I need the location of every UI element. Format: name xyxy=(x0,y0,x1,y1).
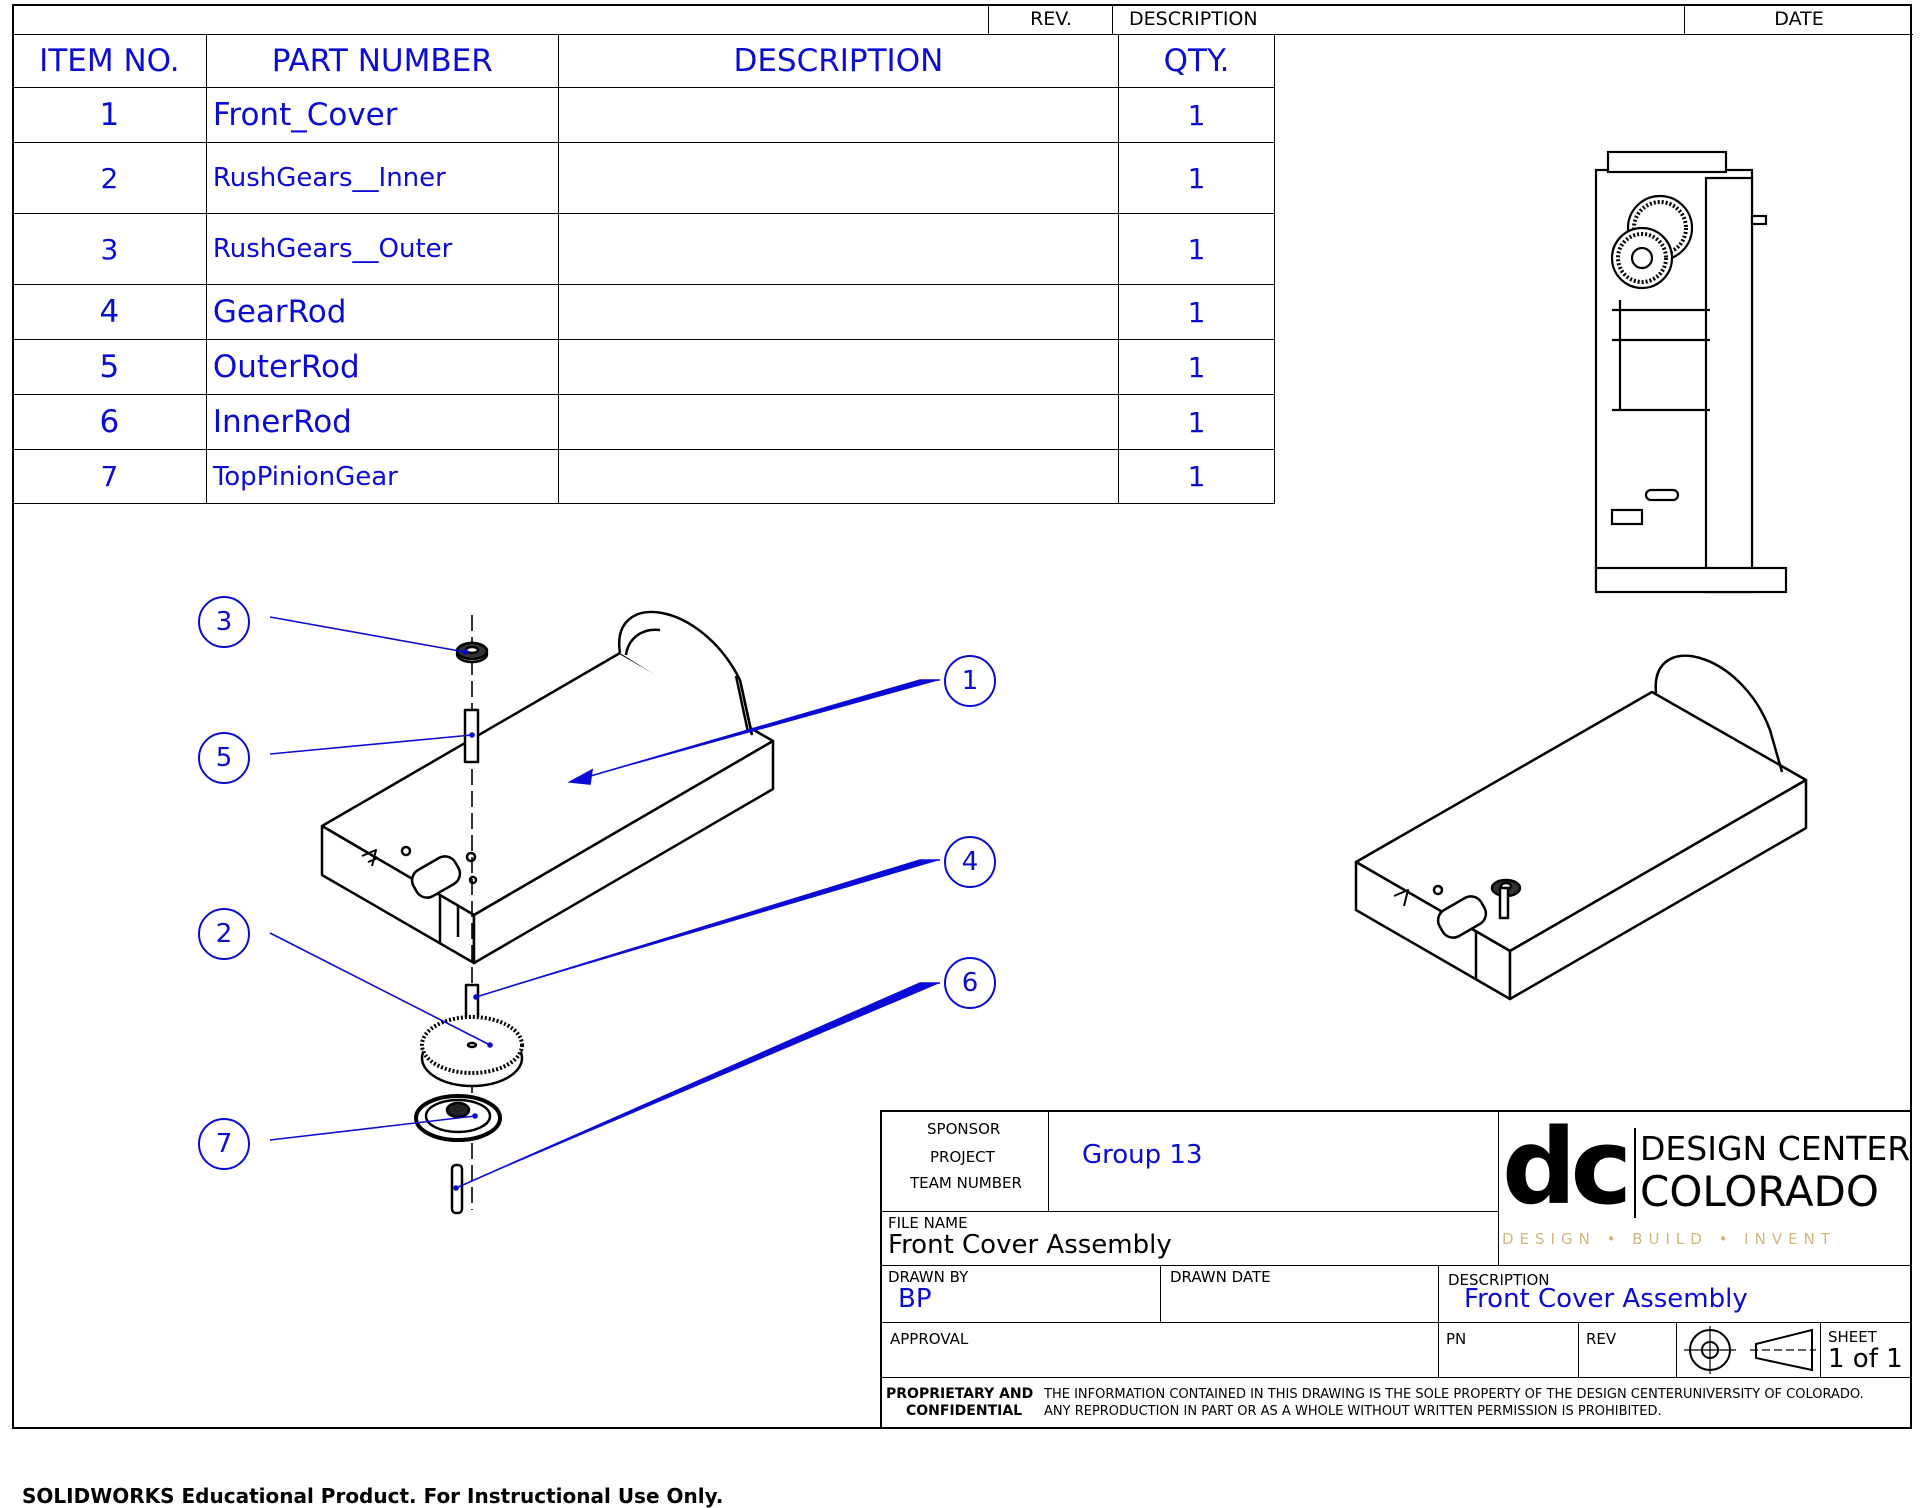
front-view xyxy=(1594,150,1788,594)
assembled-view xyxy=(1354,654,1808,1001)
bom-qty: 1 xyxy=(1118,284,1275,340)
bom-header-row: ITEM NO. PART NUMBER DESCRIPTION QTY. xyxy=(12,34,1275,88)
logo-mark: dc xyxy=(1502,1106,1632,1228)
bom-item-no: 1 xyxy=(12,87,207,143)
bom-qty: 1 xyxy=(1118,339,1275,395)
proprietary-text-2: ANY REPRODUCTION IN PART OR AS A WHOLE W… xyxy=(1044,1404,1662,1419)
bom-description xyxy=(557,142,1120,214)
rev-label: REV xyxy=(1586,1330,1617,1348)
table-row: 2 RushGears__Inner 1 xyxy=(12,142,1275,214)
tb-line xyxy=(1820,1322,1821,1377)
leader-lines xyxy=(269,616,940,1191)
pn-label: PN xyxy=(1446,1330,1467,1348)
bom-qty: 1 xyxy=(1118,394,1275,450)
bom-part-number: InnerRod xyxy=(205,394,559,450)
balloon-1: 1 xyxy=(944,655,996,707)
drawn-date-label: DRAWN DATE xyxy=(1170,1268,1271,1286)
gear-rod xyxy=(464,983,480,1021)
tb-line xyxy=(880,1322,1912,1323)
title-block-border xyxy=(880,1110,1912,1429)
bom-description xyxy=(557,87,1120,143)
logo-line2: COLORADO xyxy=(1640,1167,1879,1216)
team-value: Group 13 xyxy=(1082,1140,1203,1170)
table-row: 5 OuterRod 1 xyxy=(12,339,1275,395)
revision-block: REV. DESCRIPTION DATE xyxy=(988,4,1913,35)
front-cover-half-disc xyxy=(618,610,754,736)
title-block: SPONSOR PROJECT TEAM NUMBER Group 13 FIL… xyxy=(880,1110,1912,1429)
tb-line xyxy=(1578,1322,1579,1377)
table-row: 3 RushGears__Outer 1 xyxy=(12,213,1275,285)
bom-item-no: 7 xyxy=(12,449,207,504)
tb-line xyxy=(1498,1110,1499,1265)
tb-line xyxy=(1160,1265,1161,1322)
bom-header-item-no: ITEM NO. xyxy=(12,34,207,88)
bom-header-qty: QTY. xyxy=(1118,34,1275,88)
front-cover-front-face xyxy=(472,739,775,965)
sheet-value: 1 of 1 xyxy=(1828,1344,1903,1374)
exploded-view xyxy=(320,610,775,1215)
bom-item-no: 5 xyxy=(12,339,207,395)
balloon-7: 7 xyxy=(198,1118,250,1170)
balloon-6: 6 xyxy=(944,957,996,1009)
bom-description xyxy=(557,339,1120,395)
bom-qty: 1 xyxy=(1118,213,1275,285)
tb-line xyxy=(1048,1110,1049,1211)
tb-line xyxy=(880,1265,1912,1266)
project-label: PROJECT xyxy=(930,1148,995,1166)
logo-line1: DESIGN CENTER xyxy=(1640,1129,1911,1168)
bom-part-number: Front_Cover xyxy=(205,87,559,143)
bom-item-no: 2 xyxy=(12,142,207,214)
design-center-logo: dc DESIGN CENTER COLORADO DESIGN • BUILD… xyxy=(1500,1112,1910,1264)
file-name-label: FILE NAME xyxy=(888,1214,968,1232)
rev-description-header: DESCRIPTION xyxy=(1112,4,1701,35)
bom-qty: 1 xyxy=(1118,449,1275,504)
description-label: DESCRIPTION xyxy=(1448,1271,1550,1289)
solidworks-footer-note: SOLIDWORKS Educational Product. For Inst… xyxy=(22,1484,724,1508)
proprietary-label-1: PROPRIETARY AND xyxy=(886,1386,1034,1402)
sheet-label: SHEET xyxy=(1828,1328,1877,1346)
approval-label: APPROVAL xyxy=(890,1330,969,1348)
logo-divider xyxy=(1634,1128,1636,1218)
logo-tagline: DESIGN • BUILD • INVENT xyxy=(1502,1230,1836,1248)
proprietary-text-1: THE INFORMATION CONTAINED IN THIS DRAWIN… xyxy=(1044,1387,1864,1402)
bom-header-description: DESCRIPTION xyxy=(557,34,1120,88)
table-row: 7 TopPinionGear 1 xyxy=(12,449,1275,504)
proprietary-label-2: CONFIDENTIAL xyxy=(906,1403,1023,1419)
balloon-2: 2 xyxy=(198,908,250,960)
file-name-value: Front Cover Assembly xyxy=(888,1230,1172,1260)
tb-line xyxy=(1676,1322,1677,1377)
balloon-5: 5 xyxy=(198,732,250,784)
bom-item-no: 6 xyxy=(12,394,207,450)
rev-date-header: DATE xyxy=(1684,4,1913,35)
bom-qty: 1 xyxy=(1118,142,1275,214)
drawn-by-value: BP xyxy=(898,1284,932,1314)
bom-part-number: GearRod xyxy=(205,284,559,340)
sponsor-label: SPONSOR xyxy=(927,1120,1001,1138)
bom-part-number: OuterRod xyxy=(205,339,559,395)
description-value: Front Cover Assembly xyxy=(1464,1284,1748,1314)
bom-part-number: RushGears__Outer xyxy=(205,213,559,285)
front-cover-slot xyxy=(410,855,462,899)
third-angle-projection-icon xyxy=(1684,1326,1816,1374)
tb-line xyxy=(880,1377,1912,1378)
table-row: 6 InnerRod 1 xyxy=(12,394,1275,450)
tb-line xyxy=(880,1211,1498,1212)
bom-description xyxy=(557,449,1120,504)
bom-description xyxy=(557,394,1120,450)
bill-of-materials-table: ITEM NO. PART NUMBER DESCRIPTION QTY. 1 … xyxy=(12,34,1275,504)
table-row: 4 GearRod 1 xyxy=(12,284,1275,340)
bom-description xyxy=(557,284,1120,340)
balloon-3: 3 xyxy=(198,596,250,648)
tb-line xyxy=(1438,1265,1439,1377)
balloon-4: 4 xyxy=(944,836,996,888)
bom-item-no: 3 xyxy=(12,213,207,285)
team-number-label: TEAM NUMBER xyxy=(910,1174,1022,1192)
drawn-by-label: DRAWN BY xyxy=(888,1268,969,1286)
table-row: 1 Front_Cover 1 xyxy=(12,87,1275,143)
bom-part-number: TopPinionGear xyxy=(205,449,559,504)
